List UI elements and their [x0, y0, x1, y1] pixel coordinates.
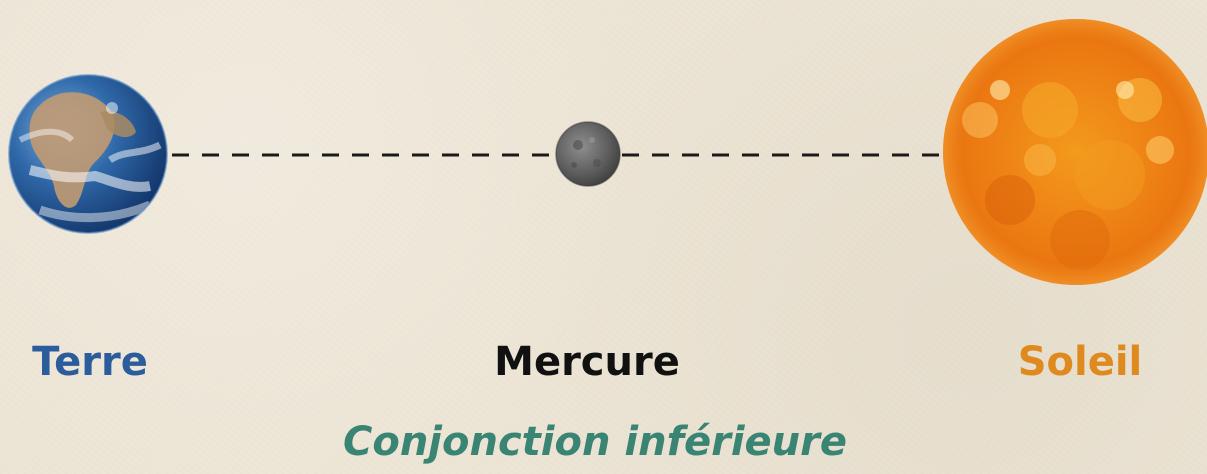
- sun-label: Soleil: [1017, 339, 1143, 385]
- earth-label: Terre: [32, 339, 148, 385]
- mercury-icon: [555, 121, 621, 187]
- mercury-label: Mercure: [494, 339, 680, 385]
- sun-icon: [943, 19, 1207, 285]
- earth-icon: [8, 74, 168, 234]
- diagram-caption: Conjonction inférieure: [342, 419, 848, 465]
